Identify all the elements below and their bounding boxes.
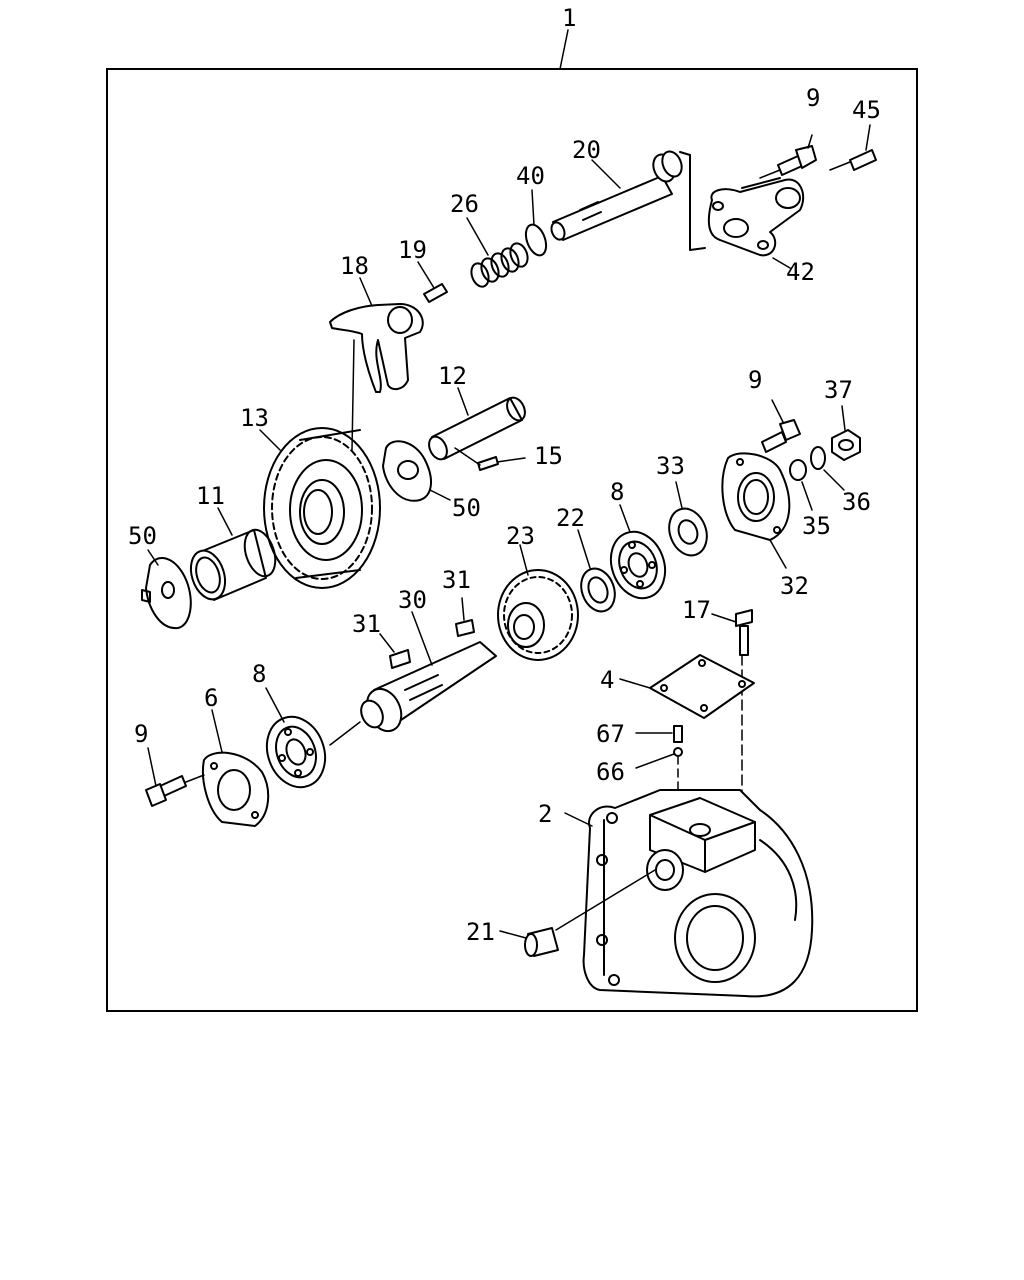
callout-21: 21 [466, 918, 495, 946]
shaft-part-30 [329, 611, 497, 746]
callout-1: 1 [562, 4, 576, 32]
callout-23: 23 [506, 522, 535, 550]
bushing-part-11 [189, 507, 277, 601]
gear-part-13 [259, 427, 381, 589]
callout-26: 26 [450, 190, 479, 218]
bolt-part-9-right [761, 399, 801, 453]
callout-9-lower: 9 [134, 720, 148, 748]
callout-17: 17 [682, 596, 711, 624]
washer-part-35 [789, 459, 813, 511]
callout-50-lower: 50 [128, 522, 157, 550]
bearing-part-8-lower [265, 687, 327, 789]
callout-33: 33 [656, 452, 685, 480]
callout-66: 66 [596, 758, 625, 786]
callout-8-upper: 8 [610, 478, 624, 506]
callout-9-top: 9 [806, 84, 820, 112]
callout-32: 32 [780, 572, 809, 600]
bolt-part-9-lower [145, 747, 205, 807]
callout-37: 37 [824, 376, 853, 404]
callout-30: 30 [398, 586, 427, 614]
seal-part-22 [577, 529, 616, 613]
callout-18: 18 [340, 252, 369, 280]
callout-22: 22 [556, 504, 585, 532]
callout-50-upper: 50 [452, 494, 481, 522]
assembly-leader [559, 29, 569, 70]
seal-part-33 [668, 481, 708, 557]
callout-45: 45 [852, 96, 881, 124]
thrust-washer-part-50-upper [382, 440, 451, 502]
plug-part-45 [829, 124, 877, 171]
shaft-part-20 [550, 150, 683, 241]
shaft-part-12 [428, 387, 526, 471]
bolt-part-17 [711, 609, 753, 821]
housing-part-2 [564, 789, 814, 998]
gear-part-23 [497, 544, 579, 661]
pin-part-19 [417, 261, 448, 303]
callout-6: 6 [204, 684, 218, 712]
callout-9-right: 9 [748, 366, 762, 394]
callout-12: 12 [438, 362, 467, 390]
callout-31-lower: 31 [352, 610, 381, 638]
callout-15: 15 [534, 442, 563, 470]
callout-20: 20 [572, 136, 601, 164]
callout-19: 19 [398, 236, 427, 264]
callout-31-upper: 31 [442, 566, 471, 594]
callout-36: 36 [842, 488, 871, 516]
nut-part-37 [831, 405, 861, 461]
plug-part-21 [499, 869, 656, 957]
cover-part-6 [202, 709, 270, 827]
bolt-part-9-top [759, 134, 817, 179]
callout-42: 42 [786, 258, 815, 286]
callout-8-lower: 8 [252, 660, 266, 688]
callout-2: 2 [538, 800, 552, 828]
ring-part-40 [524, 189, 548, 257]
key-part-31-upper [455, 597, 475, 637]
callout-11: 11 [196, 482, 225, 510]
cover-part-32 [721, 452, 791, 569]
callout-4: 4 [600, 666, 614, 694]
assembly-frame [106, 68, 918, 1012]
plate-part-4 [619, 654, 755, 719]
callout-35: 35 [802, 512, 831, 540]
bracket-part-42 [679, 151, 805, 269]
ring-part-36 [810, 446, 845, 491]
callout-40: 40 [516, 162, 545, 190]
spring-part-26 [466, 217, 529, 288]
thrust-washer-part-50-lower [141, 549, 192, 630]
callout-67: 67 [596, 720, 625, 748]
callout-13: 13 [240, 404, 269, 432]
key-part-31-lower [379, 633, 411, 669]
shift-fork-part-18 [329, 277, 424, 451]
pin-part-67 [635, 725, 683, 743]
bearing-part-8-upper [609, 504, 667, 600]
